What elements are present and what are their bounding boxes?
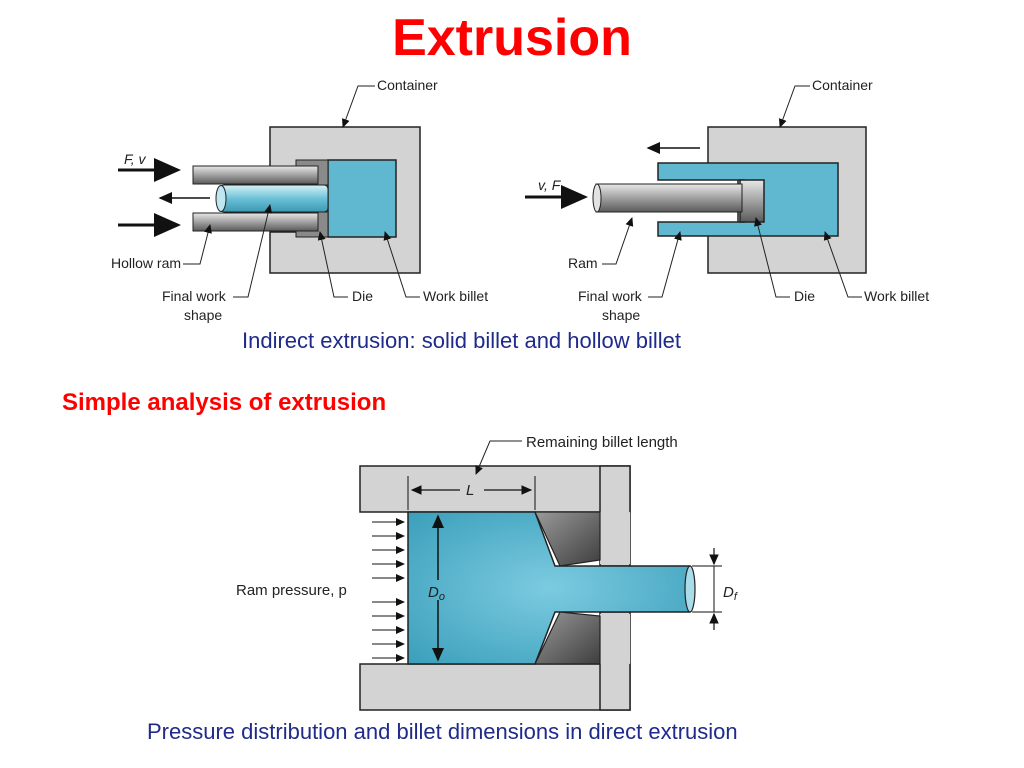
remaining-billet-label: Remaining billet length — [526, 434, 678, 451]
left-final-work-shape — [219, 184, 329, 213]
right-container-label: Container — [812, 77, 873, 93]
d0-label-main: D — [428, 584, 439, 601]
right-ram — [595, 183, 743, 213]
left-hollow-ram-bottom — [192, 212, 319, 232]
die-bottom — [534, 611, 601, 665]
df-label-main: D — [723, 584, 734, 601]
left-work-billet-label: Work billet — [423, 288, 488, 304]
right-final-work-label-2: shape — [602, 307, 640, 323]
left-indirect-diagram: Container F, v Hollow ram Final work sha… — [111, 77, 488, 323]
left-container-label: Container — [377, 77, 438, 93]
left-final-work-label-2: shape — [184, 307, 222, 323]
right-indirect-diagram: Container v, F Ram Final work shape Die … — [525, 77, 929, 323]
df-label-sub: f — [734, 591, 738, 603]
d0-label: Do — [428, 584, 445, 603]
section-heading: Simple analysis of extrusion — [62, 389, 387, 416]
ram-pressure-label: Ram pressure, p — [236, 582, 347, 599]
right-die-label: Die — [794, 288, 815, 304]
container-bottom-wall — [359, 663, 631, 711]
right-final-work-label-1: Final work — [578, 288, 643, 304]
left-hollow-ram-label: Hollow ram — [111, 255, 181, 271]
right-work-billet-label: Work billet — [864, 288, 929, 304]
right-ram-label: Ram — [568, 255, 598, 271]
ram-pressure-arrows — [372, 518, 405, 662]
l-label: L — [466, 482, 474, 499]
df-label: Df — [723, 584, 738, 603]
left-hollow-ram-top — [192, 165, 319, 185]
die-top — [534, 511, 601, 567]
left-force-label: F, v — [124, 151, 147, 167]
d0-label-sub: o — [439, 591, 445, 603]
slide-title: Extrusion — [392, 9, 632, 67]
right-force-label: v, F — [538, 177, 562, 193]
figure1-caption: Indirect extrusion: solid billet and hol… — [242, 328, 682, 353]
right-die — [739, 179, 765, 223]
direct-extrusion-diagram: Remaining billet length L Ram pressure, … — [236, 434, 738, 711]
figure2-caption: Pressure distribution and billet dimensi… — [147, 719, 738, 744]
left-final-work-label-1: Final work — [162, 288, 227, 304]
container-top-wall — [359, 465, 631, 513]
left-die-label: Die — [352, 288, 373, 304]
left-work-billet — [327, 159, 397, 238]
